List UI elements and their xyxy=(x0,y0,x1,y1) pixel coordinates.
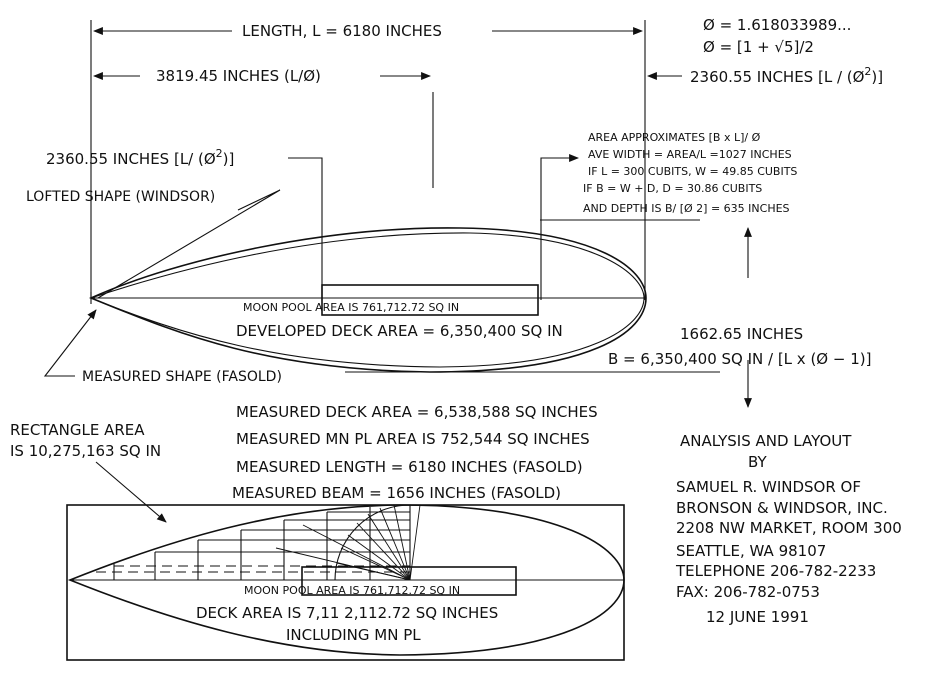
moon-pool-left-leader xyxy=(288,157,323,300)
area-note: AND DEPTH IS B/ [Ø 2] = 635 INCHES xyxy=(583,202,790,215)
measurement-line: MEASURED LENGTH = 6180 INCHES (FASOLD) xyxy=(236,458,583,476)
developed-deck-label: DEVELOPED DECK AREA = 6,350,400 SQ IN xyxy=(236,322,563,340)
credits-date: 12 JUNE 1991 xyxy=(706,608,809,626)
moon-pool-rect-top xyxy=(321,284,539,316)
measured-shape-label: MEASURED SHAPE (FASOLD) xyxy=(82,369,282,385)
credits-line: BRONSON & WINDSOR, INC. xyxy=(676,499,888,517)
length-label: LENGTH, L = 6180 INCHES xyxy=(242,22,442,40)
top-hull xyxy=(88,227,647,373)
moon-pool-top-label: MOON POOL AREA IS 761,712.72 SQ IN xyxy=(243,301,459,314)
area-note: IF L = 300 CUBITS, W = 49.85 CUBITS xyxy=(588,165,797,178)
deck-area-label: DECK AREA IS 7,11 2,112.72 SQ INCHES xyxy=(196,604,498,622)
beam-formula-label: B = 6,350,400 SQ IN / [L x (Ø − 1)] xyxy=(608,350,871,368)
credits-heading: ANALYSIS AND LAYOUT xyxy=(680,432,852,450)
beam-value-label: 1662.65 INCHES xyxy=(680,325,803,343)
area-note: AVE WIDTH = AREA/L =1027 INCHES xyxy=(588,148,792,161)
area-note: IF B = W + D, D = 30.86 CUBITS xyxy=(583,182,762,195)
measured-shape-outline xyxy=(88,227,647,373)
credits-line: SEATTLE, WA 98107 xyxy=(676,542,826,560)
left-span-label: 3819.45 INCHES (L/Ø) xyxy=(156,67,321,85)
lofted-shape-label: LOFTED SHAPE (WINDSOR) xyxy=(26,189,215,205)
measurement-line: MEASURED BEAM = 1656 INCHES (FASOLD) xyxy=(232,484,561,502)
measured-leader xyxy=(43,309,97,377)
rectangle-area-label: RECTANGLE AREA xyxy=(10,421,145,439)
area-note: AREA APPROXIMATES [B x L]/ Ø xyxy=(588,131,761,144)
phi-value: Ø = 1.618033989... xyxy=(703,16,851,34)
bottom-hull xyxy=(66,504,625,661)
measurement-line: MEASURED DECK AREA = 6,538,588 SQ INCHES xyxy=(236,403,598,421)
moon-pool-rect-bottom xyxy=(301,566,517,596)
credits-by: BY xyxy=(748,453,767,471)
measurements-block: MEASURED DECK AREA = 6,538,588 SQ INCHES… xyxy=(232,403,598,502)
deck-area-sub-label: INCLUDING MN PL xyxy=(286,626,421,644)
moon-pool-bottom-label: MOON POOL AREA IS 761,712.72 SQ IN xyxy=(244,584,460,597)
phi-formula: Ø = [1 + √5]/2 xyxy=(703,38,814,56)
credits-block: ANALYSIS AND LAYOUT BY SAMUEL R. WINDSOR… xyxy=(675,432,902,626)
credits-line: 2208 NW MARKET, ROOM 300 xyxy=(676,519,902,537)
moon-pool-right-leader xyxy=(540,154,579,300)
moon-pool-offset-label: 2360.55 INCHES [L/ (Ø2)] xyxy=(46,147,234,168)
rectangle-area-leader xyxy=(95,461,167,523)
right-span-label: 2360.55 INCHES [L / (Ø2)] xyxy=(690,65,883,86)
rectangle-area-value: IS 10,275,163 SQ IN xyxy=(10,442,161,460)
credits-line: TELEPHONE 206-782-2233 xyxy=(675,562,876,580)
area-notes: AREA APPROXIMATES [B x L]/ Ø AVE WIDTH =… xyxy=(583,131,797,215)
credits-line: FAX: 206-782-0753 xyxy=(676,583,820,601)
fan-arc xyxy=(334,504,411,581)
lofted-leader xyxy=(97,189,281,299)
fan-rays xyxy=(275,504,421,581)
credits-line: SAMUEL R. WINDSOR OF xyxy=(676,478,861,496)
measurement-line: MEASURED MN PL AREA IS 752,544 SQ INCHES xyxy=(236,430,590,448)
